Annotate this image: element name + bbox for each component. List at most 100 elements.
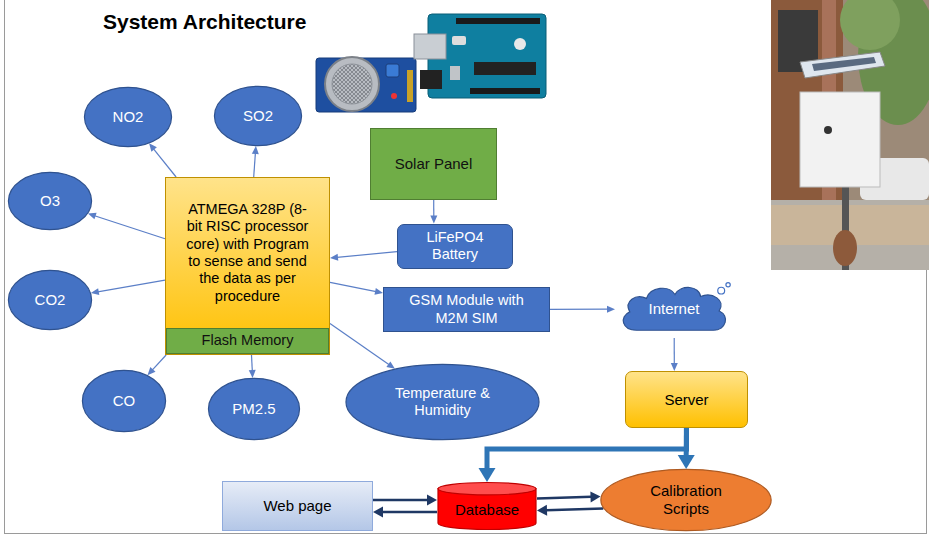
web-page-box: Web page (222, 481, 373, 531)
particulate-sensor-ellipse: PM2.5 (208, 378, 300, 440)
ellipse-outline (8, 172, 91, 229)
solar-panel (800, 52, 885, 78)
ellipse-outline (601, 469, 771, 530)
cylinder-top (438, 482, 536, 494)
connector (88, 213, 165, 239)
power-jack (420, 70, 442, 89)
connector (671, 338, 678, 371)
arrowhead (373, 507, 383, 518)
cloud-bubble (726, 283, 730, 287)
gas-sensor-module (316, 57, 416, 112)
road (771, 200, 929, 270)
node-label: Calibration Scripts (636, 482, 736, 518)
header-top (456, 18, 540, 24)
server-box: Server (625, 371, 748, 428)
connector-line (95, 216, 165, 239)
arrowhead (430, 215, 437, 223)
connector-line (674, 338, 675, 364)
arrowhead (386, 361, 395, 368)
node-label: Database (455, 501, 519, 519)
connector (252, 146, 259, 177)
text-block: Server (664, 391, 708, 409)
connector (537, 491, 601, 502)
node-label: CO2 (35, 291, 66, 309)
arrowhead (330, 254, 338, 261)
gas-sensor-ellipse: CO (82, 370, 166, 432)
ellipse-outline (208, 378, 299, 439)
chip (474, 62, 536, 75)
crystal (452, 36, 466, 45)
text-block: LiFePO4 Battery (410, 229, 500, 264)
arrowhead (88, 213, 97, 220)
enclosure (800, 92, 880, 187)
connector (537, 505, 603, 516)
arrowhead (427, 495, 437, 506)
connector (678, 428, 695, 469)
arrowhead (374, 288, 383, 295)
calibration-ellipse: Calibration Scripts (600, 469, 772, 531)
connector (430, 200, 437, 224)
connector (149, 143, 176, 177)
text-block: Internet (649, 300, 700, 318)
connector-line (337, 252, 397, 258)
arrowhead (249, 370, 256, 378)
text-block: O3 (40, 192, 60, 210)
ellipse-outline (214, 86, 301, 145)
text-block: CO2 (35, 291, 66, 309)
connector-line (251, 355, 253, 371)
ellipse-outline (346, 364, 539, 439)
gsm-module-box: GSM Module with M2M SIM (383, 287, 550, 332)
connector-line (98, 280, 165, 292)
node-label: PM2.5 (232, 400, 275, 418)
ellipse-outline (8, 270, 91, 329)
connector-line (152, 355, 166, 370)
node-label: Flash Memory (202, 332, 294, 349)
node-label: ATMEGA 328P (8-bit RISC processor core) … (183, 201, 313, 305)
connector-line (537, 497, 592, 499)
potentiometer (386, 64, 399, 77)
connector-line (254, 153, 256, 177)
ellipse-outline (84, 87, 171, 146)
connector-line (154, 149, 177, 177)
arrowhead (91, 288, 99, 295)
text-block: SO2 (243, 107, 273, 125)
text-block: Flash Memory (202, 332, 294, 349)
ellipse-outline (82, 370, 165, 431)
header-pins (407, 70, 413, 102)
led (391, 93, 397, 99)
connector (249, 355, 256, 378)
text-block: Temperature & Humidity (383, 385, 503, 420)
node-label: Solar Panel (395, 155, 473, 173)
connector (148, 355, 167, 375)
text-block: Web page (263, 497, 331, 515)
arrowhead (678, 455, 695, 469)
node-label: CO (113, 392, 136, 410)
arrowhead (537, 505, 547, 516)
connector (330, 252, 397, 261)
internet-cloud: Internet (615, 280, 733, 338)
node-label: Server (664, 391, 708, 409)
sensor-can (325, 57, 379, 111)
cloud-bubble (718, 287, 725, 294)
text-block: PM2.5 (232, 400, 275, 418)
node-label: O3 (40, 192, 60, 210)
arrowhead (252, 146, 259, 154)
connector-line (330, 324, 389, 365)
node-label: Temperature & Humidity (383, 385, 503, 420)
arduino-board (414, 14, 546, 98)
gas-sensor-ellipse: CO2 (8, 270, 92, 330)
node-label: GSM Module with M2M SIM (397, 292, 537, 327)
text-block: NO2 (113, 108, 144, 126)
node-label: NO2 (113, 108, 144, 126)
hand (833, 230, 857, 266)
text-block: CO (113, 392, 136, 410)
connector-line (382, 511, 437, 514)
node-label: LiFePO4 Battery (410, 229, 500, 264)
connector-line (550, 309, 608, 310)
header-bottom (470, 88, 540, 94)
gas-sensor-ellipse: SO2 (214, 86, 302, 146)
arrowhead (607, 306, 615, 313)
battery-box: LiFePO4 Battery (397, 224, 513, 269)
connector (91, 280, 165, 295)
